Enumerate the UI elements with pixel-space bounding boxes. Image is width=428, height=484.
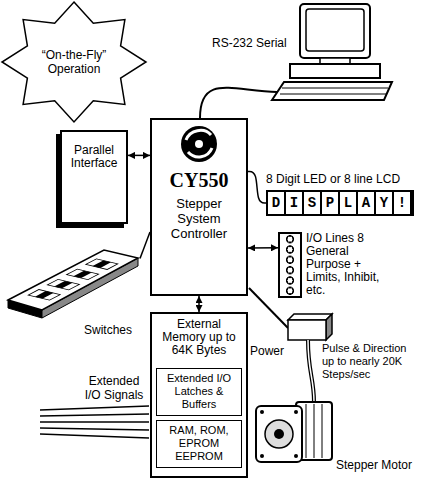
system-unit	[290, 64, 380, 78]
signal-wire	[40, 406, 149, 410]
label-slot: Power	[250, 344, 290, 358]
logo-disc	[181, 126, 217, 162]
keyboard-keys	[280, 88, 388, 94]
monitor	[300, 4, 370, 58]
switch-panel-drawing	[8, 250, 138, 318]
motor-cable	[308, 340, 314, 402]
chip-description: Stepper System Controller	[163, 196, 235, 241]
signal-label: Pulse & Direction up to nearly 20K Steps…	[322, 342, 416, 381]
logo-swirl	[186, 130, 211, 140]
chip-name: CY550	[155, 168, 243, 192]
box-label: Parallel Interface	[65, 144, 123, 170]
computer-drawing	[272, 4, 392, 100]
interface-box: Parallel Interface	[60, 130, 128, 224]
screw-hole	[294, 410, 298, 414]
signal-wire	[40, 434, 149, 438]
wheel	[93, 261, 111, 268]
plug-side	[326, 314, 332, 340]
signal-wire	[40, 414, 149, 416]
connector-line	[248, 171, 266, 203]
section-label: RAM, ROM, EPROM EEPROM	[160, 424, 238, 463]
driver-plug	[288, 314, 332, 340]
screw-hole	[260, 454, 264, 458]
logo-swirl	[188, 148, 212, 157]
switch-panel: Switches	[6, 244, 140, 340]
thumbwheel	[47, 279, 79, 290]
wheel	[54, 281, 72, 288]
wheel-window	[86, 259, 118, 270]
motor-hub	[265, 420, 293, 448]
motor-fins	[306, 404, 322, 458]
memory-section: RAM, ROM, EPROM EEPROM	[156, 420, 242, 468]
motor-shaft	[274, 429, 284, 439]
display-unit: 8 Digit LED or 8 line LCD DISPLAY!	[266, 172, 418, 218]
wheel	[35, 291, 53, 298]
monitor-screen	[306, 9, 364, 51]
stepper-motor-drawing	[256, 402, 332, 462]
thumbwheel	[28, 289, 60, 300]
io-lines-block: I/O Lines 8 General Purpose + Limits, In…	[278, 232, 390, 298]
io-description: I/O Lines 8 General Purpose + Limits, In…	[306, 232, 390, 297]
port-label: RS-232 Serial	[212, 36, 304, 50]
controller-chip: CY550Stepper System Controller	[150, 118, 248, 296]
signal-label: Extended I/O Signals	[82, 374, 146, 402]
screw-hole	[260, 410, 264, 414]
label-slot: Pulse & Direction up to nearly 20K Steps…	[322, 342, 416, 381]
label-slot: Extended I/O Signals	[82, 374, 146, 402]
memory-label: External Memory up to 64K Bytes	[159, 318, 239, 357]
logo-dot	[195, 140, 203, 148]
section-label: Extended I/O Latches & Buffers	[160, 372, 238, 411]
wheel-window	[67, 269, 99, 280]
label-slot: Stepper Motor	[336, 458, 422, 472]
panel-face	[8, 250, 138, 310]
power-label: Power	[250, 344, 290, 358]
wheel-window	[28, 289, 60, 300]
wheel	[73, 271, 91, 278]
feature-starburst: “On-the-Fly” Operation	[0, 0, 148, 124]
keyboard	[272, 82, 392, 100]
signal-wire	[40, 428, 149, 430]
connector-line	[128, 155, 150, 157]
connector-line	[140, 232, 150, 258]
connector-line	[248, 247, 278, 249]
display-readout: DISPLAY!	[268, 192, 412, 214]
plug-front	[288, 320, 326, 340]
chip-logo	[181, 126, 217, 162]
extended-io-wires	[40, 406, 149, 438]
thumbwheel	[67, 269, 99, 280]
memory-section: Extended I/O Latches & Buffers	[156, 368, 242, 416]
feature-text: “On-the-Fly” Operation	[32, 48, 116, 76]
screw-hole	[294, 454, 298, 458]
switch-label: Switches	[6, 324, 140, 337]
plug-top	[288, 314, 332, 320]
starburst-shape	[2, 2, 146, 122]
memory-box: External Memory up to 64K BytesExtended …	[150, 312, 248, 478]
part-label: Stepper Motor	[336, 458, 422, 472]
serial-cable	[200, 88, 277, 118]
motor-cable-core	[308, 340, 314, 402]
display-window: DISPLAY!	[266, 190, 414, 216]
signal-wire	[40, 421, 149, 423]
connector-line	[198, 296, 200, 312]
label-slot: RS-232 Serial	[212, 36, 304, 50]
wheel-window	[47, 279, 79, 290]
thumbwheel	[86, 259, 118, 270]
io-connector-block	[278, 232, 302, 298]
display-caption: 8 Digit LED or 8 line LCD	[266, 172, 418, 186]
motor-flange	[256, 406, 302, 462]
